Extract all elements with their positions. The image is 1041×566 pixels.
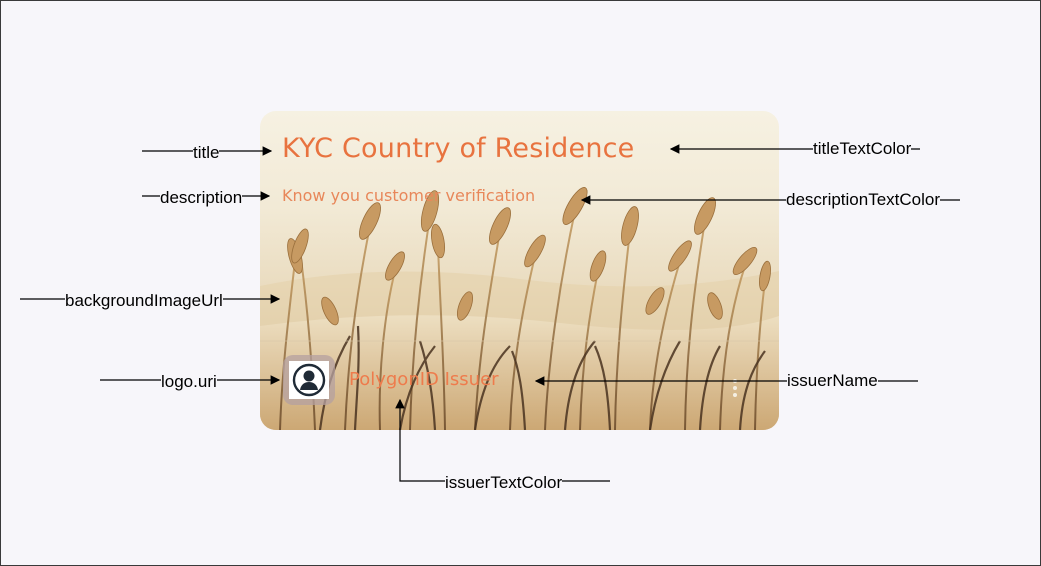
card-description: Know you customer verification [282,186,536,205]
label-logo-uri: logo.uri [161,372,217,392]
label-title-text-color: titleTextColor [813,139,912,159]
label-title: title [193,143,220,163]
issuer-logo [283,355,335,405]
card-title: KYC Country of Residence [282,133,635,164]
label-description: description [160,188,243,208]
user-avatar-icon [292,363,326,397]
credential-card: KYC Country of Residence Know you custom… [260,111,779,430]
label-issuer-text-color: issuerTextColor [445,473,563,493]
label-background-image-url: backgroundImageUrl [65,291,223,311]
label-description-text-color: descriptionTextColor [786,190,941,210]
label-issuer-name: issuerName [787,371,878,391]
issuer-name: PolygonID Issuer [349,369,499,390]
more-options-icon[interactable] [733,379,739,399]
